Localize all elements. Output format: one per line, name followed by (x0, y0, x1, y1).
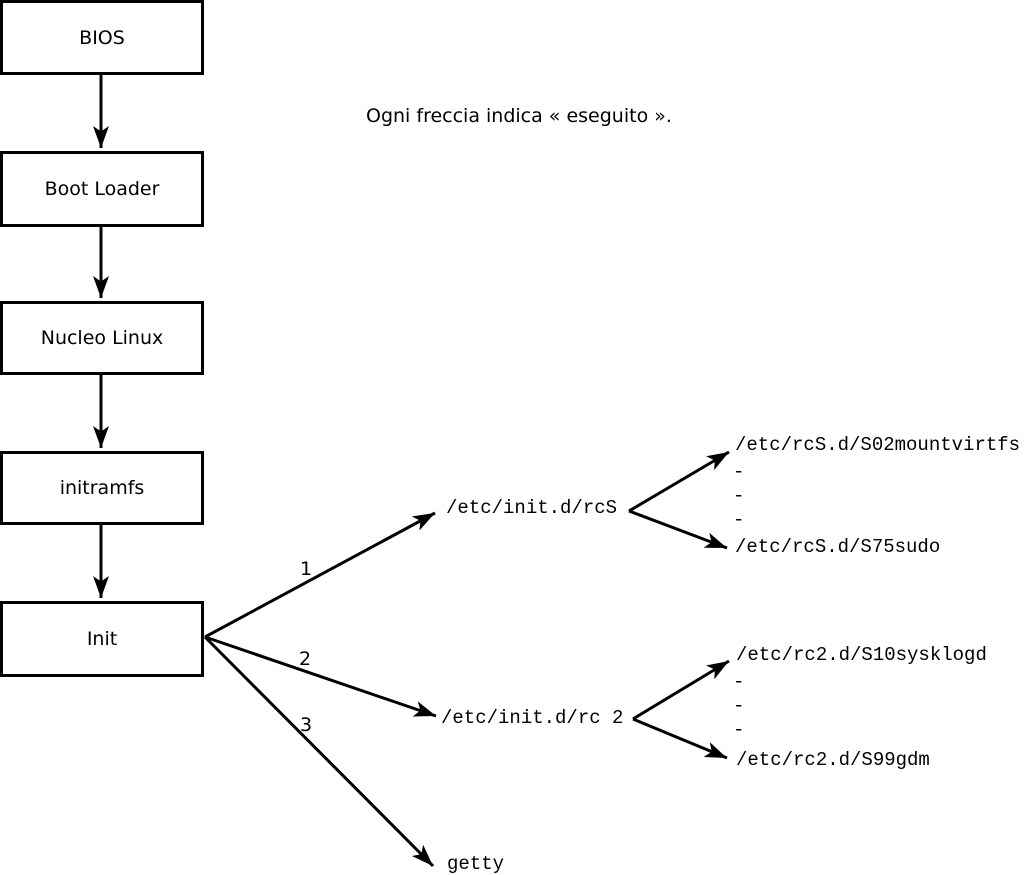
rcs-last-child-label: /etc/rcS.d/S75sudo (735, 536, 941, 558)
rcs-ellipsis-dash-1: - (733, 461, 745, 483)
bios-box-label: BIOS (79, 26, 125, 49)
arrow-rcs-to-last-script (628, 509, 728, 550)
rc2-script-label: /etc/init.d/rc 2 (441, 707, 624, 729)
arrow-rcs-to-first-script (628, 450, 730, 513)
arrow-rc2-to-last-script (632, 717, 728, 760)
initramfs-box: initramfs (0, 451, 204, 525)
rcs-script-label: /etc/init.d/rcS (446, 497, 618, 519)
initramfs-box-label: initramfs (59, 477, 145, 499)
arrow-init-to-rcs (204, 511, 436, 639)
rcs-ellipsis-dash-2: - (733, 485, 745, 507)
arrow-rc2-to-first-script (632, 659, 730, 721)
arrow-init-to-rc2 (204, 635, 437, 718)
branch-3-number: 3 (299, 714, 313, 736)
rc2-ellipsis-dash-2: - (733, 695, 745, 717)
nucleo-linux-box-label: Nucleo Linux (40, 327, 164, 349)
boot-loader-box: Boot Loader (0, 151, 204, 227)
bios-box: BIOS (0, 0, 204, 75)
boot-loader-box-label: Boot Loader (44, 178, 160, 200)
rcs-first-child-label: /etc/rcS.d/S02mountvirtfs (735, 434, 1021, 456)
rc2-last-child-label: /etc/rc2.d/S99gdm (736, 749, 930, 771)
rc2-ellipsis-dash-3: - (733, 719, 745, 741)
arrow-init-to-getty (203, 635, 435, 868)
init-box: Init (0, 601, 204, 677)
rc2-ellipsis-dash-1: - (733, 671, 745, 693)
rc2-first-child-label: /etc/rc2.d/S10sysklogd (736, 644, 987, 666)
caption: Ogni freccia indica « eseguito ». (366, 105, 672, 127)
branch-1-number: 1 (299, 558, 313, 580)
nucleo-linux-box: Nucleo Linux (0, 301, 204, 375)
getty-label: getty (447, 853, 505, 875)
init-box-label: Init (86, 628, 118, 650)
rcs-ellipsis-dash-3: - (733, 509, 745, 531)
branch-2-number: 2 (298, 648, 312, 670)
